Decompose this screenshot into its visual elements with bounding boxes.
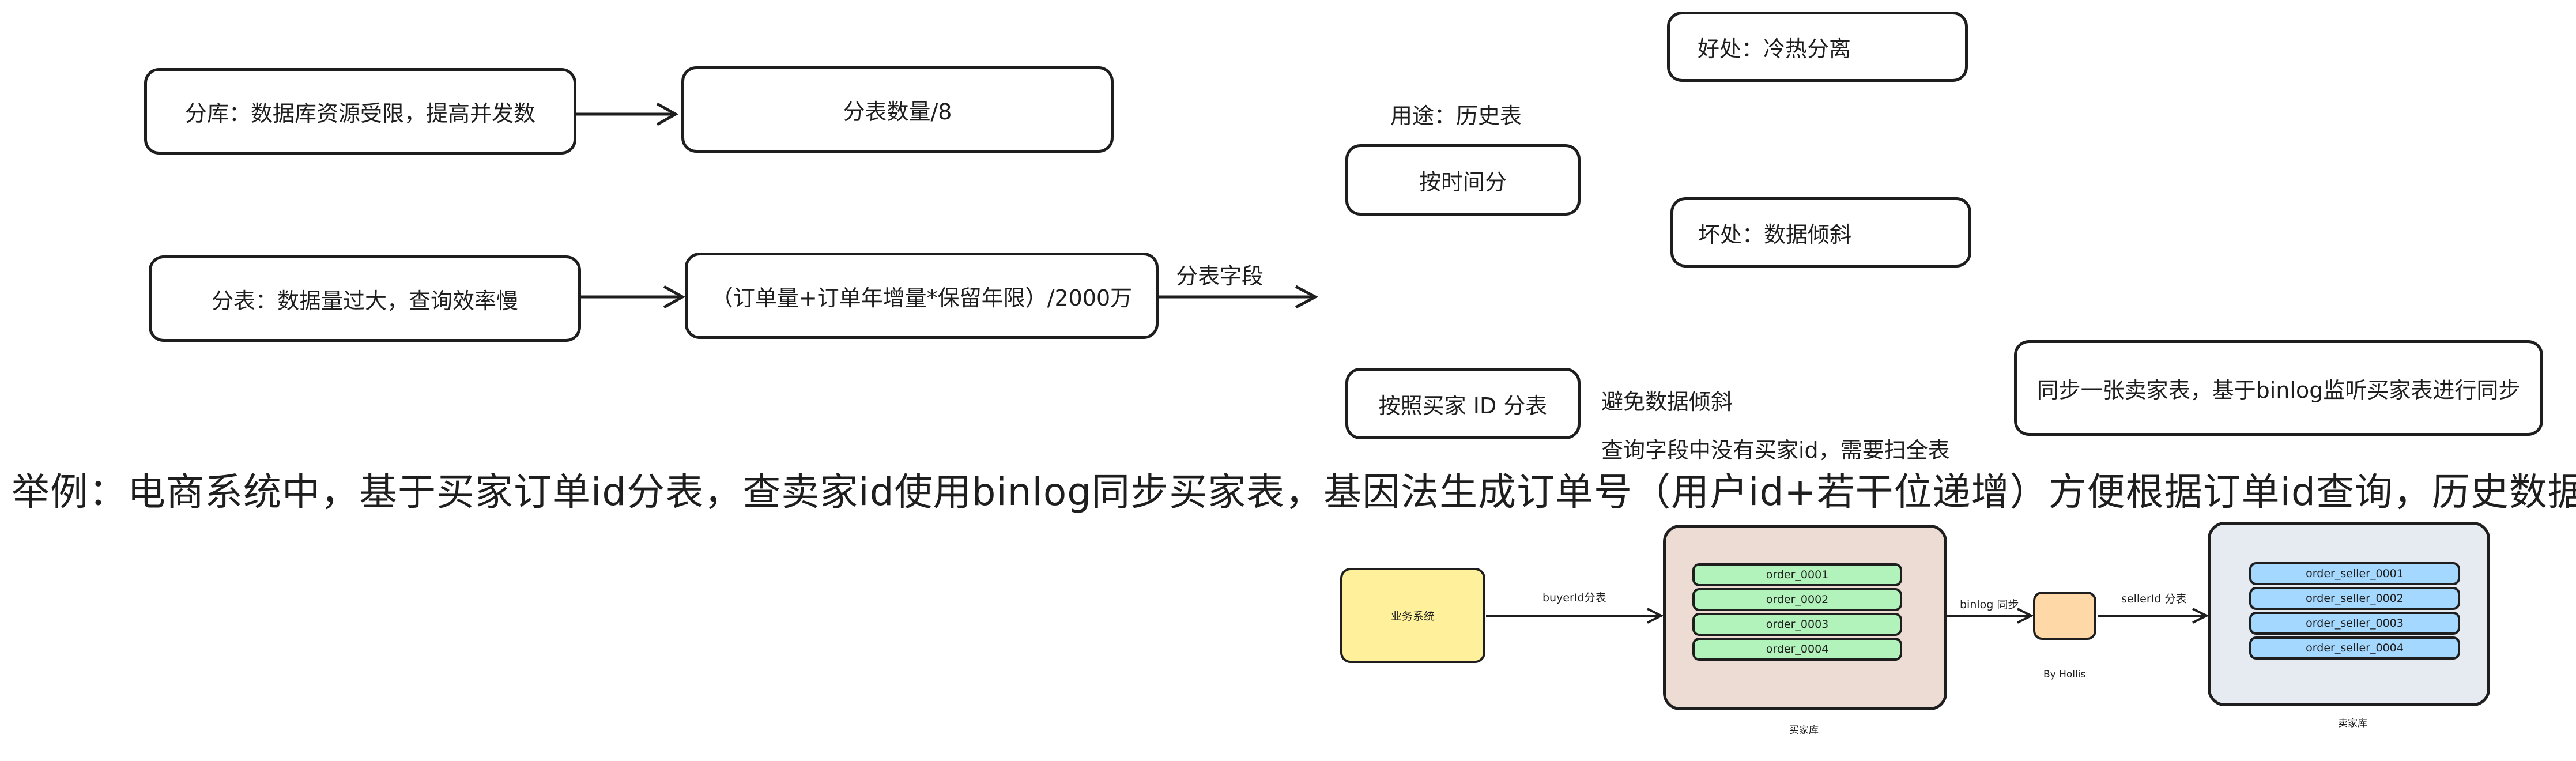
by-time-box: 按时间分 [1345,144,1581,216]
pro-box: 好处：冷热分离 [1667,12,1968,82]
formula-label: （订单量+订单年增量*保留年限）/2000万 [711,285,1133,311]
pro-label: 好处：冷热分离 [1697,36,1851,62]
sync-seller-box: 同步一张卖家表，基于binlog监听买家表进行同步 [2014,340,2543,436]
buyer-table-label: order_0004 [1766,643,1829,655]
fenbiao-count-label: 分表数量/8 [843,99,952,125]
sync-node [2033,592,2096,640]
business-system-label: 业务系统 [1390,610,1435,623]
con-box: 坏处：数据倾斜 [1670,197,1971,268]
formula-box: （订单量+订单年增量*保留年限）/2000万 [685,253,1159,339]
con-label: 坏处：数据倾斜 [1698,221,1851,247]
buyer-table-row: order_0003 [1692,613,1902,636]
fenbiao-label: 分表：数据量过大，查询效率慢 [211,288,518,314]
no-buyer-id-label: 查询字段中没有买家id，需要扫全表 [1601,438,1950,463]
buyer-table-label: order_0001 [1766,568,1829,581]
buyer-split-label: buyerId分表 [1542,592,1606,604]
binlog-sync-label: binlog 同步 [1960,598,2019,611]
avoid-skew-label: 避免数据倾斜 [1601,389,1733,415]
buyer-table-row: order_0002 [1692,588,1902,611]
fenku-box: 分库：数据库资源受限，提高并发数 [144,68,576,155]
seller-table-label: order_seller_0004 [2306,642,2404,654]
by-buyer-label: 按照买家 ID 分表 [1378,393,1548,419]
fenku-label: 分库：数据库资源受限，提高并发数 [184,100,535,126]
seller-table-row: order_seller_0002 [2249,587,2460,610]
seller-table-label: order_seller_0002 [2306,592,2404,605]
seller-table-label: order_seller_0003 [2306,617,2404,630]
buyer-db-label: 买家库 [1789,725,1819,736]
sync-seller-label: 同步一张卖家表，基于binlog监听买家表进行同步 [2036,377,2521,403]
by-time-label: 按时间分 [1419,169,1507,195]
seller-split-label: sellerId 分表 [2121,593,2187,605]
buyer-table-label: order_0003 [1766,618,1829,631]
business-system-box: 业务系统 [1340,568,1485,663]
field-label: 分表字段 [1176,263,1264,289]
usage-label: 用途：历史表 [1390,103,1522,129]
seller-table-row: order_seller_0001 [2249,562,2460,585]
buyer-table-label: order_0002 [1766,593,1829,606]
example-headline: 举例：电商系统中，基于买家订单id分表，查卖家id使用binlog同步买家表，基… [12,470,2576,514]
buyer-table-row: order_0001 [1692,563,1902,586]
seller-table-row: order_seller_0003 [2249,612,2460,635]
seller-db-label: 卖家库 [2338,718,2367,729]
seller-table-label: order_seller_0001 [2306,567,2404,580]
seller-table-row: order_seller_0004 [2249,636,2460,660]
fenbiao-count-box: 分表数量/8 [681,66,1114,153]
fenbiao-box: 分表：数据量过大，查询效率慢 [149,255,581,342]
buyer-table-row: order_0004 [1692,638,1902,661]
by-buyer-box: 按照买家 ID 分表 [1345,368,1581,439]
author-label: By Hollis [2043,669,2086,680]
